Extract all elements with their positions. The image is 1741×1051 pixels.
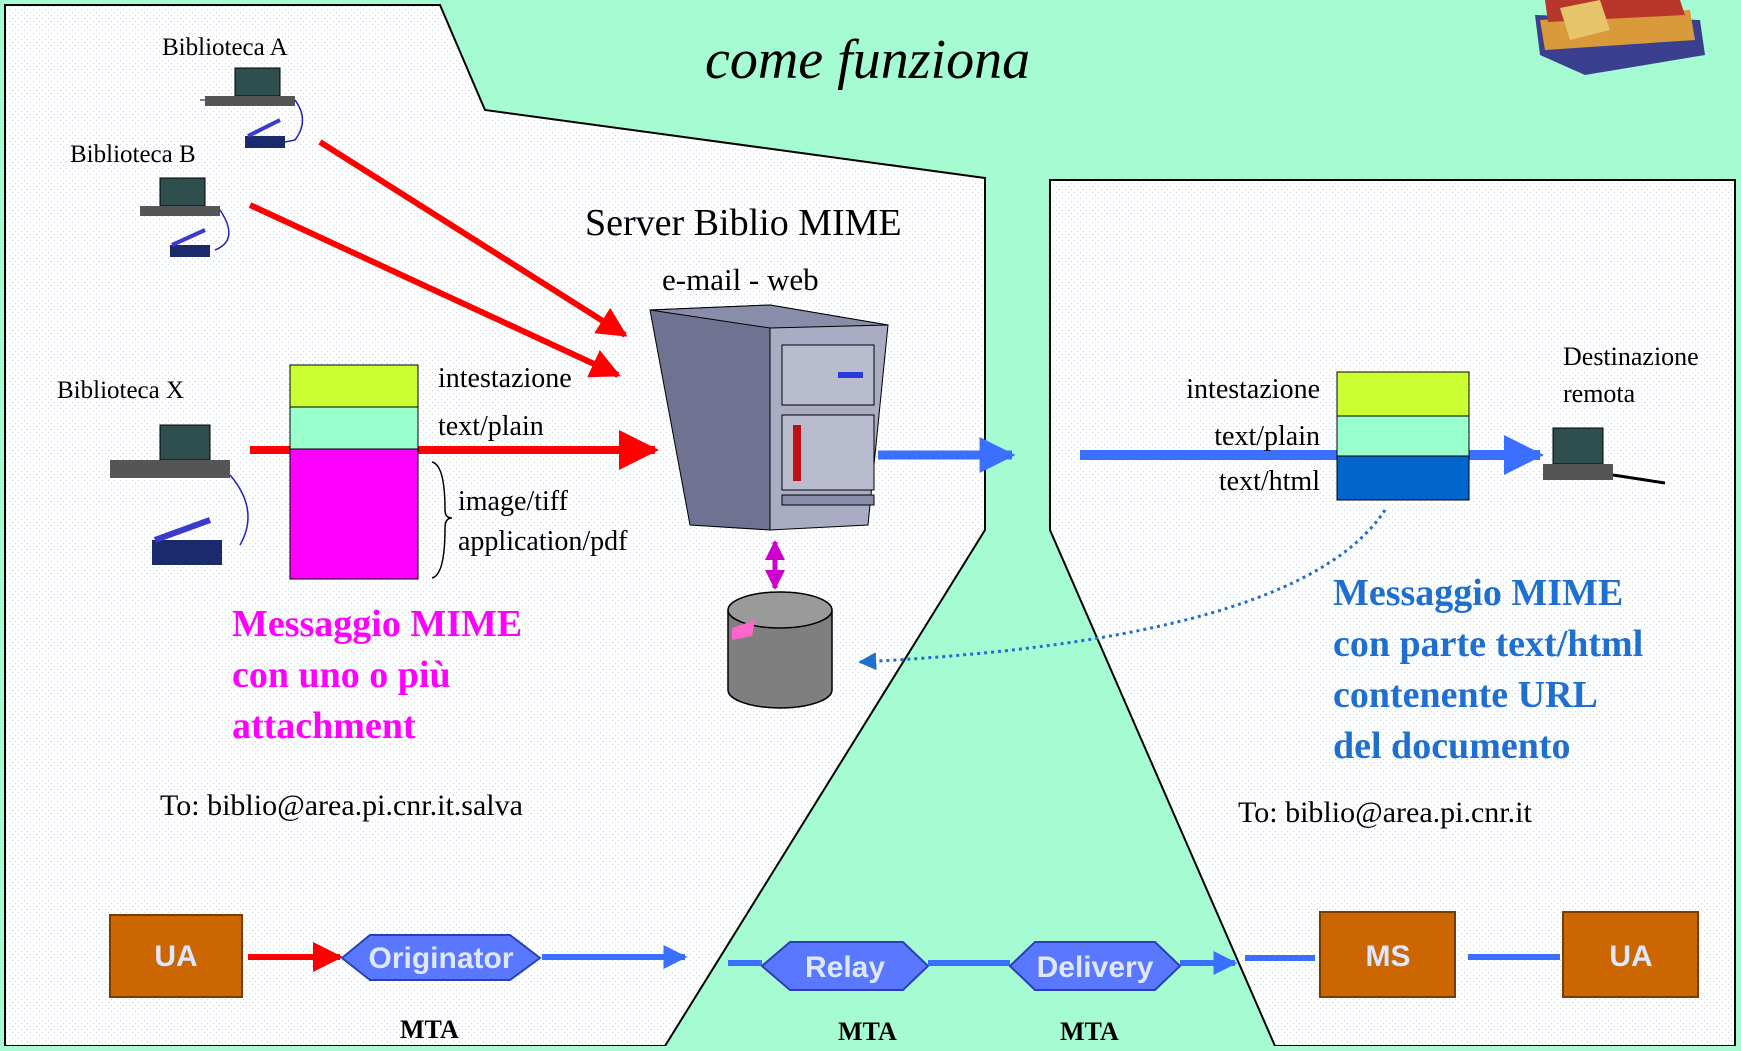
- server-subtitle: e-mail - web: [662, 262, 819, 297]
- right-msg-part1-label: intestazione: [1186, 374, 1320, 405]
- database-icon: [727, 591, 833, 709]
- destination-label-line2: remota: [1563, 379, 1636, 408]
- right-msg-texthtml-part: [1336, 455, 1470, 501]
- attachment-brace: [431, 461, 453, 579]
- pipeline: UA Originator MTA Relay MTA Delivery MTA…: [109, 911, 1699, 1046]
- right-caption-line1: Messaggio MIME: [1333, 572, 1623, 614]
- ms-box: [1319, 911, 1456, 998]
- right-to-address: To: biblio@area.pi.cnr.it: [1238, 796, 1532, 829]
- left-to-address: To: biblio@area.pi.cnr.it.salva: [160, 789, 523, 822]
- library-a-label: Biblioteca A: [162, 34, 288, 61]
- slide-subtitle: come funziona: [705, 29, 1030, 91]
- delivery-box: [1008, 941, 1182, 991]
- library-b-terminal-icon: [140, 177, 230, 257]
- right-msg-part2-label: text/plain: [1214, 421, 1320, 452]
- ua-right-label: UA: [1609, 940, 1652, 973]
- mta-label-1: MTA: [400, 1015, 459, 1044]
- left-msg-textplain-part: [289, 406, 419, 450]
- right-msg-textplain-part: [1336, 415, 1470, 457]
- mta-label-3: MTA: [1060, 1017, 1119, 1046]
- ms-label: MS: [1366, 940, 1411, 973]
- library-a-terminal-icon: [200, 67, 304, 148]
- left-msg-part1-label: intestazione: [438, 363, 572, 394]
- left-msg-part3a-label: image/tiff: [458, 486, 569, 517]
- right-caption-line2: con parte text/html: [1333, 623, 1643, 665]
- left-msg-header-part: [289, 364, 419, 408]
- left-caption-line3: attachment: [232, 705, 416, 747]
- right-msg-header-part: [1336, 371, 1470, 417]
- library-x-label: Biblioteca X: [57, 377, 184, 404]
- arrow-library-b: [248, 202, 621, 378]
- originator-label: Originator: [368, 942, 513, 975]
- library-x-terminal-icon: [110, 424, 249, 565]
- right-caption-line3: contenente URL: [1333, 674, 1598, 716]
- left-caption-line1: Messaggio MIME: [232, 603, 522, 645]
- right-msg-part3-label: text/html: [1219, 466, 1320, 497]
- relay-label: Relay: [805, 951, 885, 984]
- left-msg-part2-label: text/plain: [438, 411, 544, 442]
- library-b-label: Biblioteca B: [70, 141, 196, 168]
- arrow-library-a: [318, 139, 628, 338]
- destination-label-line1: Destinazione: [1563, 342, 1699, 371]
- right-caption-line4: del documento: [1333, 725, 1571, 767]
- server-tower-icon: [649, 304, 889, 531]
- mta-label-2: MTA: [838, 1017, 897, 1046]
- originator-box: [340, 934, 542, 981]
- relay-box: [760, 941, 930, 991]
- ua-left-box: [109, 914, 243, 998]
- server-title: Server Biblio MIME: [585, 202, 902, 244]
- ua-right-box: [1562, 911, 1699, 998]
- left-msg-attachment-part: [289, 448, 419, 580]
- ua-left-label: UA: [154, 940, 197, 973]
- left-msg-part3b-label: application/pdf: [458, 526, 628, 557]
- left-caption-line2: con uno o più: [232, 654, 451, 696]
- books-icon: [1535, 0, 1705, 75]
- destination-terminal-icon: [1543, 427, 1666, 485]
- delivery-label: Delivery: [1037, 951, 1154, 984]
